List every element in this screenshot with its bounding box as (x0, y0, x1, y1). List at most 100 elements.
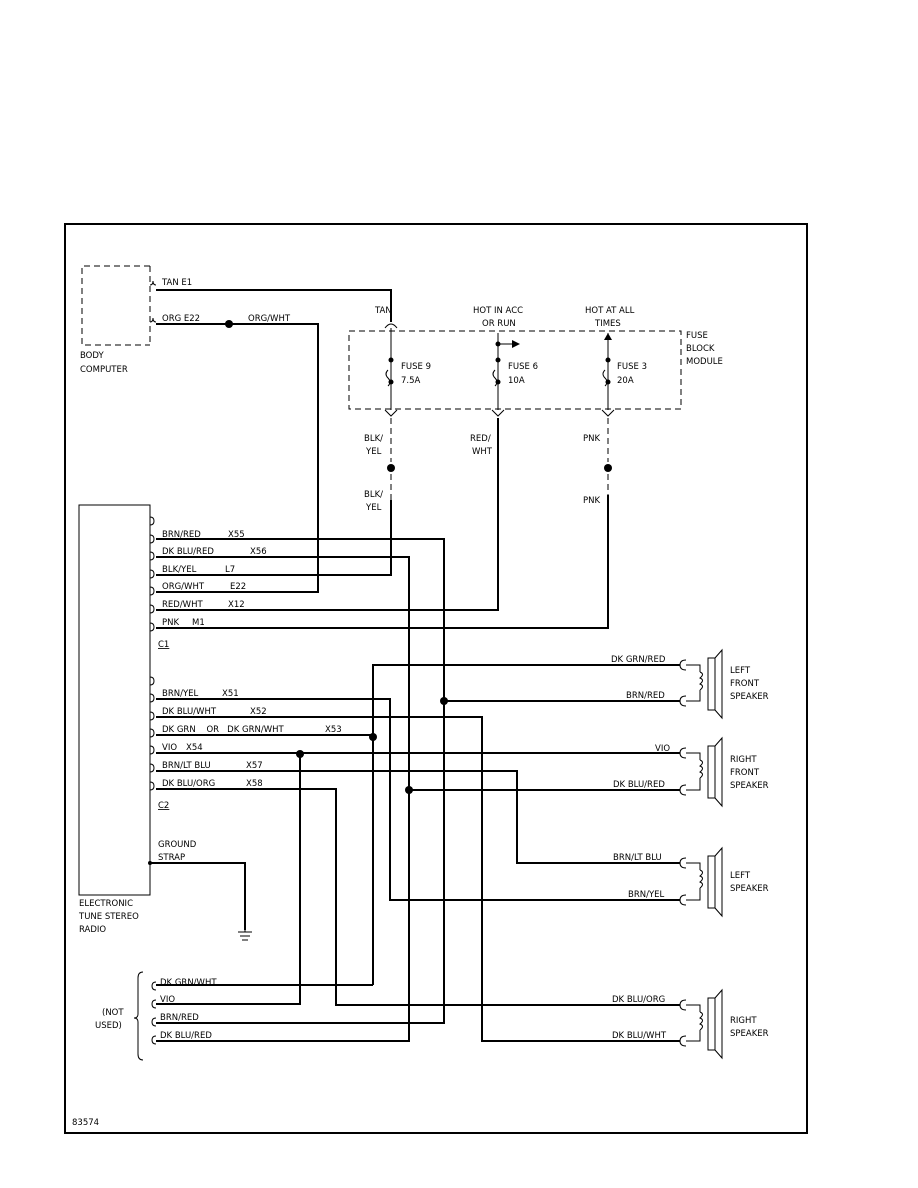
c2-pin5-circuit: X57 (246, 761, 263, 771)
c2-connector-label: C2 (158, 801, 169, 811)
c1-pin5-color: RED/WHT (162, 600, 203, 610)
wire-ground-strap (150, 862, 246, 930)
fuse3-out-label-1: PNK (583, 434, 600, 444)
c2-pin2-color: DK BLU/WHT (162, 707, 217, 717)
c2-pin3-color: DK GRN OR DK GRN/WHT (162, 725, 285, 735)
fuse3-top-label-1: HOT AT ALL (585, 306, 635, 316)
speaker-lr-name-1: LEFT (730, 871, 751, 881)
speaker-lf-name-1: LEFT (730, 666, 751, 676)
fuse6-amps: 10A (508, 376, 525, 386)
body-computer-label-1: BODY (80, 351, 104, 361)
wire-org-e22 (156, 323, 319, 593)
wire-blk-yel (156, 500, 392, 576)
fuse9-amps: 7.5A (401, 376, 421, 386)
fuse3-out-label-2: PNK (583, 496, 600, 506)
wire-tan (156, 289, 392, 322)
radio: ELECTRONIC TUNE STEREO RADIO BRN/RED X55… (78, 504, 342, 935)
wire-label-org-e22: ORG E22 (162, 314, 200, 324)
speaker-lr-wire-top: BRN/LT BLU (613, 853, 662, 863)
not-used-wire-2: VIO (160, 995, 175, 1005)
ground-label-2: STRAP (158, 853, 185, 863)
fuse6-top-label-2: OR RUN (482, 319, 516, 329)
wire-label-org-wht: ORG/WHT (248, 314, 291, 324)
not-used-group: (NOT USED) DK GRN/WHT VIO BRN/RED DK BLU… (95, 971, 217, 1061)
speaker-rr-wire-top: DK BLU/ORG (612, 995, 665, 1005)
fuse3-label: FUSE 3 (617, 362, 647, 372)
diagram-frame (64, 223, 808, 1134)
radio-label-2: TUNE STEREO (78, 912, 139, 922)
c2-pin4-color: VIO (162, 743, 177, 753)
c1-pin6-color: PNK (162, 618, 179, 628)
fuse9-out-label-1: BLK/ (364, 434, 383, 444)
speaker-right-front: VIO DK BLU/RED RIGHT FRONT SPEAKER (613, 736, 769, 808)
wire-brn-red-x55 (156, 538, 445, 1024)
c2-pin2-circuit: X52 (250, 707, 267, 717)
c1-pin2-color: DK BLU/RED (162, 547, 214, 557)
c1-pin2-circuit: X56 (250, 547, 267, 557)
speaker-rf-name-3: SPEAKER (730, 781, 769, 791)
not-used-wire-4: DK BLU/RED (160, 1031, 212, 1041)
wire-red-wht (156, 418, 499, 611)
not-used-wire-1: DK GRN/WHT (160, 978, 217, 988)
not-used-label-2: USED) (95, 1021, 122, 1031)
radio-label-1: ELECTRONIC (79, 899, 133, 909)
speaker-lf-name-3: SPEAKER (730, 692, 769, 702)
fuse9-out-label-3: BLK/ (364, 490, 383, 500)
fuse-block-label-3: MODULE (686, 357, 723, 367)
fuse6-top-label-1: HOT IN ACC (473, 306, 523, 316)
speaker-rr-name-2: SPEAKER (730, 1029, 769, 1039)
fuse3-amps: 20A (617, 376, 634, 386)
figure-id: 83574 (72, 1118, 99, 1128)
c2-pin3-circuit: X53 (325, 725, 342, 735)
ground-label-1: GROUND (158, 840, 197, 850)
fuse-block-label-1: FUSE (686, 331, 708, 341)
speaker-lr-wire-bottom: BRN/YEL (628, 890, 665, 900)
wire-dk-blu-red-x56 (156, 556, 410, 1042)
fuse9-label: FUSE 9 (401, 362, 431, 372)
c1-pin6-circuit: M1 (192, 618, 205, 628)
fuse6-out-label-2: WHT (472, 447, 493, 457)
c1-pin5-circuit: X12 (228, 600, 245, 610)
body-computer: BODY COMPUTER TAN E1 ORG E22 ORG/WHT (80, 265, 291, 375)
ground-symbol-icon (238, 925, 252, 941)
speaker-rf-name-2: FRONT (730, 768, 760, 778)
speaker-lf-name-2: FRONT (730, 679, 760, 689)
c1-pin3-color: BLK/YEL (162, 565, 197, 575)
wire-dk-blu-org-x58 (156, 788, 680, 1006)
c2-pin1-circuit: X51 (222, 689, 239, 699)
c2-pin6-color: DK BLU/ORG (162, 779, 215, 789)
speaker-left-rear: BRN/LT BLU BRN/YEL LEFT SPEAKER (613, 846, 769, 918)
speaker-lr-name-2: SPEAKER (730, 884, 769, 894)
c1-pin1-color: BRN/RED (162, 530, 201, 540)
speaker-rr-wire-bottom: DK BLU/WHT (612, 1031, 667, 1041)
c1-pin3-circuit: L7 (225, 565, 235, 575)
speaker-rf-name-1: RIGHT (730, 755, 757, 765)
wire-brn-lt-blu-x57 (156, 770, 680, 864)
speaker-right-rear: DK BLU/ORG DK BLU/WHT RIGHT SPEAKER (612, 988, 769, 1060)
fuse-block-module: FUSE BLOCK MODULE TAN FUSE 9 7.5A HOT IN… (348, 306, 723, 417)
c2-pin4-circuit: X54 (186, 743, 203, 753)
speaker-lf-wire-bottom: BRN/RED (626, 691, 665, 701)
c2-pin6-circuit: X58 (246, 779, 263, 789)
fuse9-out-label-2: YEL (365, 447, 382, 457)
wire-brn-yel-x51 (156, 698, 680, 901)
not-used-wire-3: BRN/RED (160, 1013, 199, 1023)
fuse3-top-label-2: TIMES (594, 319, 621, 329)
c2-pin1-color: BRN/YEL (162, 689, 199, 699)
fuse9-out-label-4: YEL (365, 503, 382, 513)
speaker-rf-wire-top: VIO (655, 744, 670, 754)
wire-dk-blu-wht-x52 (156, 716, 680, 1042)
c1-pin4-circuit: E22 (230, 582, 246, 592)
speaker-rr-name-1: RIGHT (730, 1016, 757, 1026)
fuse9-top-label: TAN (374, 306, 392, 316)
body-computer-label-2: COMPUTER (80, 365, 128, 375)
wire-label-tan-e1: TAN E1 (161, 278, 192, 288)
c1-pin4-color: ORG/WHT (162, 582, 205, 592)
wire-pnk (156, 495, 609, 629)
radio-label-3: RADIO (79, 925, 106, 935)
c1-pin1-circuit: X55 (228, 530, 245, 540)
fuse6-label: FUSE 6 (508, 362, 538, 372)
splice-org (225, 320, 233, 328)
fuse-block-label-2: BLOCK (686, 344, 715, 354)
